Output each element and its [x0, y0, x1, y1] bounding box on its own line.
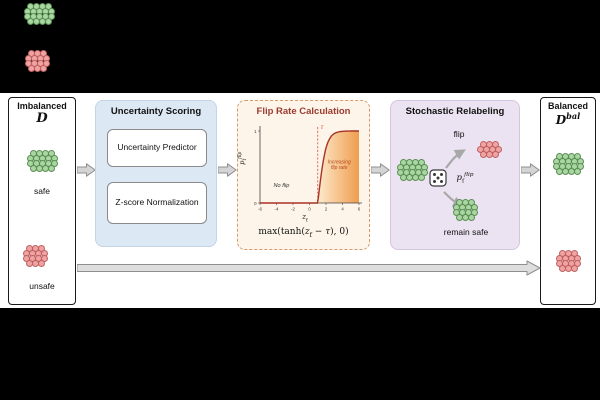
safe-label: safe: [33, 186, 51, 196]
strip-red-cluster: [25, 50, 50, 72]
flow-arrow-4: [520, 163, 540, 182]
uncertainty-scoring-title: Uncertainty Scoring: [110, 106, 202, 117]
flow-arrow-3: [370, 163, 390, 182]
svg-text:-2: -2: [291, 207, 296, 212]
flipped-red-cluster: [477, 141, 502, 158]
svg-text:0: 0: [308, 207, 311, 212]
balanced-green-cluster: [553, 153, 584, 175]
long-arrow-right-icon: [76, 260, 541, 276]
flip-rate-formula: max(tanh(zf − τ), 0): [258, 227, 349, 239]
arrow-right-icon: [76, 163, 96, 177]
flip-label: flip: [453, 129, 465, 139]
svg-text:0: 0: [254, 201, 257, 206]
strip-green-cluster: [24, 3, 55, 25]
imbalanced-title: Imbalanced: [17, 101, 67, 111]
safe-cluster: [27, 150, 58, 172]
stochastic-relabeling-stage: Stochastic Relabeling pfflip flip: [390, 100, 520, 250]
svg-text:6: 6: [358, 207, 361, 212]
svg-text:Increasing: Increasing: [328, 159, 351, 165]
dataset-symbol: D: [36, 111, 48, 126]
balanced-dataset-symbol: Dbal: [555, 111, 581, 127]
remain-safe-label: remain safe: [443, 227, 489, 237]
flip-rate-stage: Flip Rate Calculation -6 -4 -2 0 2 4 6 0 1 τ No fl…: [237, 100, 370, 250]
flip-rate-title: Flip Rate Calculation: [256, 106, 351, 117]
svg-text:-6: -6: [258, 207, 263, 212]
flow-arrow-2: [217, 163, 237, 182]
svg-text:flip rate: flip rate: [331, 165, 348, 171]
svg-text:τ: τ: [321, 124, 324, 131]
zscore-normalization-module: Z-score Normalization: [107, 182, 207, 224]
uncertainty-predictor-module: Uncertainty Predictor: [107, 129, 207, 167]
stochastic-relabeling-title: Stochastic Relabeling: [405, 106, 505, 117]
unsafe-cluster: [23, 245, 48, 267]
svg-text:4: 4: [341, 207, 344, 212]
curved-arrow-up-icon: [445, 149, 466, 169]
uncertainty-scoring-stage: Uncertainty Scoring Uncertainty Predicto…: [95, 100, 217, 247]
flip-curved-arrow: [443, 145, 469, 176]
svg-text:-4: -4: [274, 207, 279, 212]
unsafe-label: unsafe: [29, 281, 55, 291]
plot-xlabel: zf: [302, 213, 308, 224]
svg-text:No flip: No flip: [274, 183, 290, 189]
balanced-dataset-box: Balanced Dbal: [540, 97, 596, 305]
balanced-red-cluster: [556, 250, 581, 272]
arrow-right-icon: [370, 163, 390, 177]
arrow-right-icon: [520, 163, 540, 177]
imbalanced-dataset-box: Imbalanced D safe unsafe: [8, 97, 76, 305]
dice-icon: [429, 169, 447, 187]
svg-text:1: 1: [254, 129, 257, 134]
unsafe-bypass-arrow: [76, 260, 541, 281]
flow-arrow-1: [76, 163, 96, 182]
svg-text:2: 2: [325, 207, 328, 212]
relabel-input-cluster: [397, 159, 428, 181]
plot-ylabel: pfflip: [237, 151, 249, 165]
flip-probability-label: pfflip: [456, 172, 474, 185]
balanced-title: Balanced: [547, 101, 589, 111]
remain-safe-cluster: [453, 199, 478, 221]
arrow-right-icon: [217, 163, 237, 177]
